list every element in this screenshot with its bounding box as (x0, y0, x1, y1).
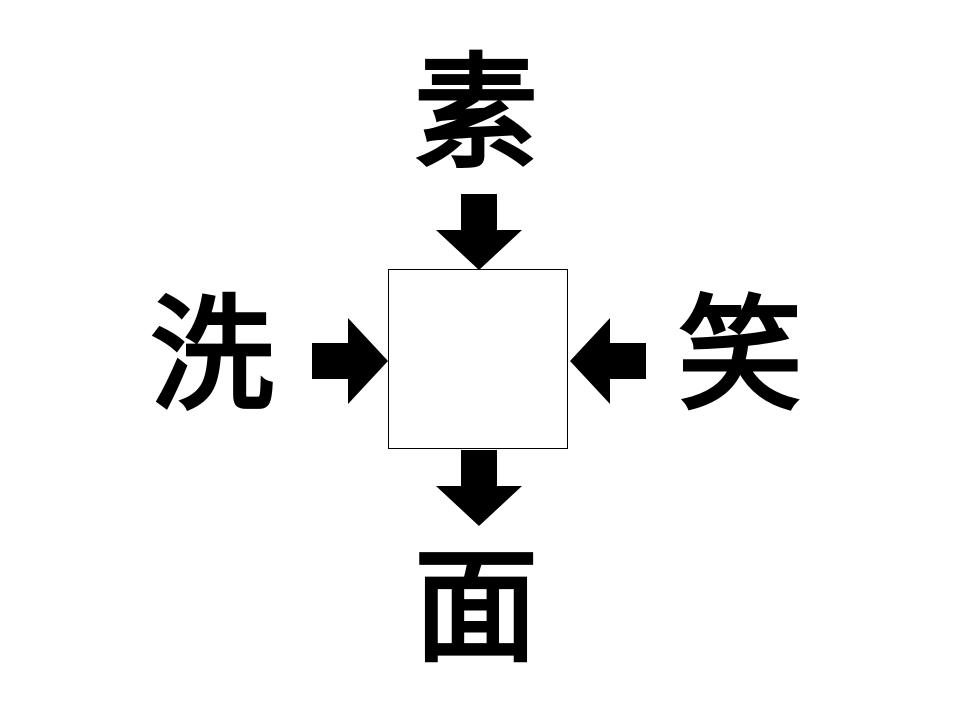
kanji-bottom: 面 (413, 536, 538, 680)
arrow-right-icon (312, 318, 388, 404)
kanji-left: 洗 (149, 284, 274, 428)
arrow-down-icon (436, 194, 522, 270)
answer-box[interactable] (388, 269, 568, 449)
arrow-down-icon (436, 450, 522, 526)
kanji-right: 笑 (677, 284, 802, 428)
arrow-left-icon (570, 318, 646, 404)
kanji-top: 素 (413, 42, 538, 186)
